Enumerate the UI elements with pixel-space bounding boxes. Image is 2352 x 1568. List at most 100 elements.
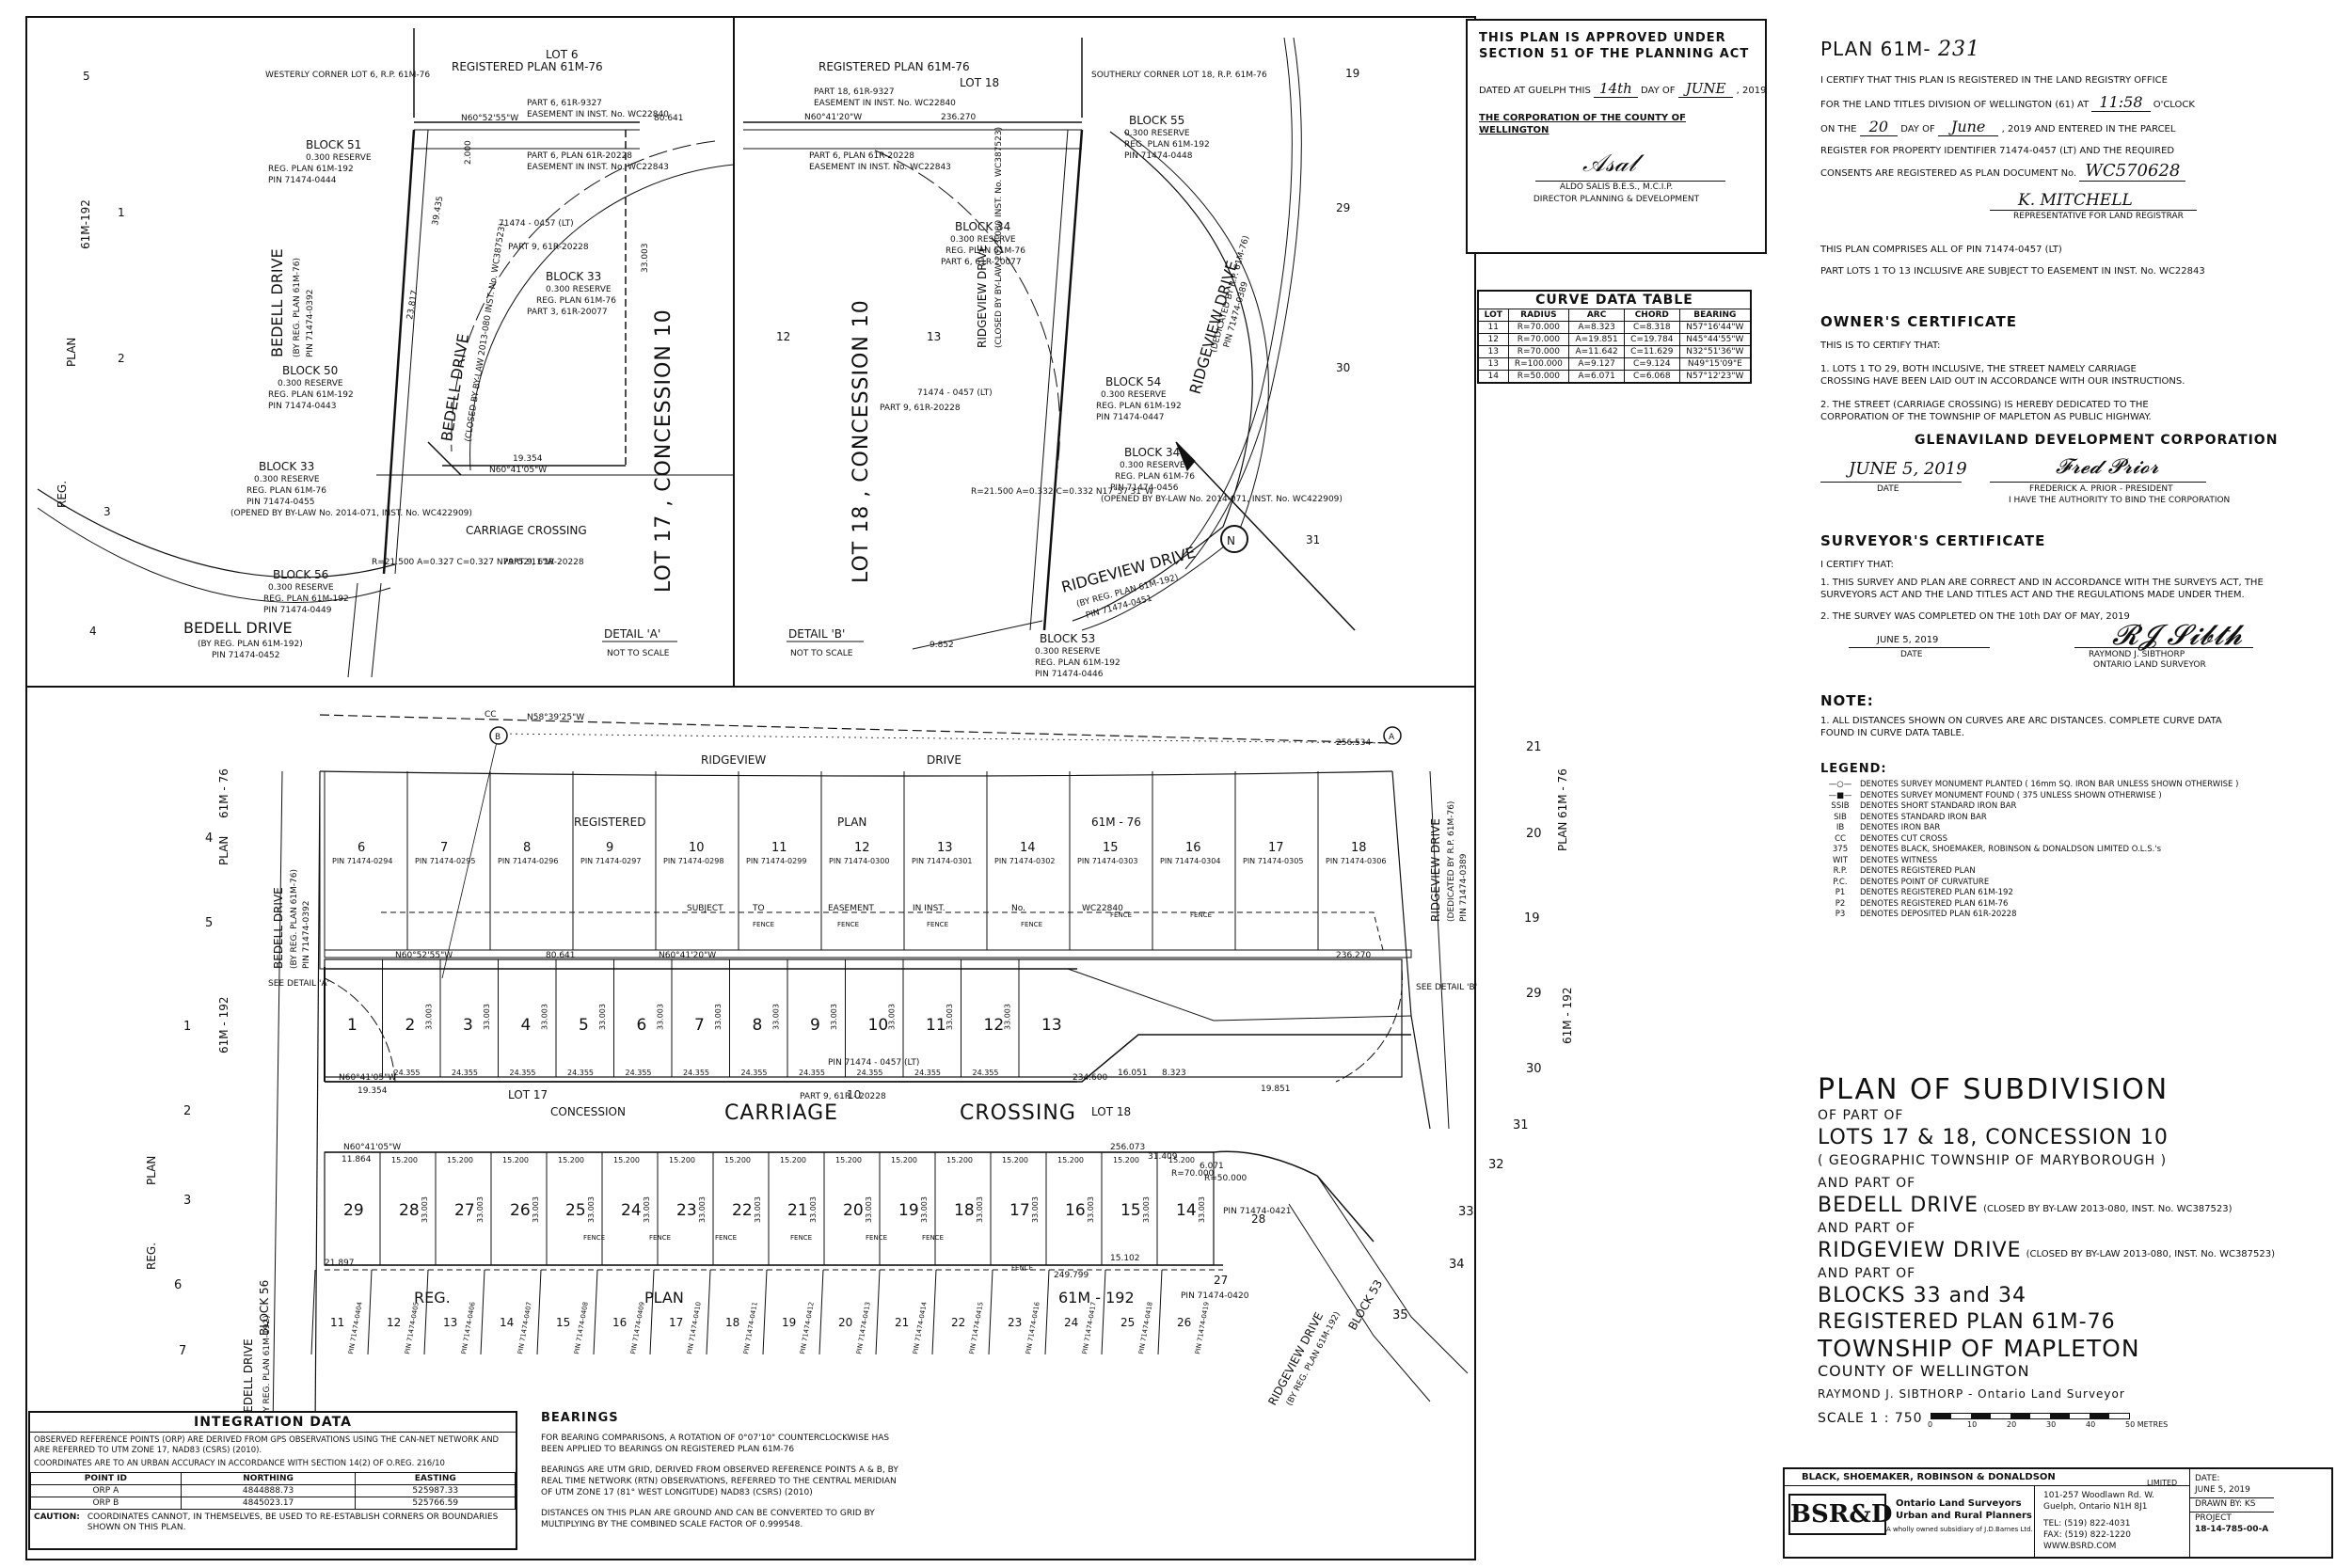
dist-small2: 8.323 bbox=[1162, 1069, 1186, 1078]
upper-lot-depth: 33.003 bbox=[888, 1004, 897, 1030]
lower-lot-frontage: 15.200 bbox=[447, 1156, 473, 1164]
legend-symbol: P1 bbox=[1835, 888, 1846, 897]
scale-tick-label: 50 METRES bbox=[2125, 1420, 2169, 1429]
lower-lot-number: 20 bbox=[843, 1201, 864, 1220]
detail-a-bedell3c: PIN 71474-0452 bbox=[212, 651, 279, 660]
bottom-lot-number: 12 bbox=[387, 1316, 401, 1329]
detail-a-d2: 2.000 bbox=[464, 140, 473, 165]
detail-a-westerly: WESTERLY CORNER LOT 6, R.P. 61M-76 bbox=[265, 71, 430, 80]
bottom-lot-divider bbox=[988, 1269, 993, 1355]
lower-lot-frontage: 15.200 bbox=[669, 1156, 695, 1164]
detail-a-part6: PART 6, 61R-9327 bbox=[527, 99, 602, 108]
left-neighbour-lot: 2 bbox=[183, 1104, 191, 1118]
title-l8b: (CLOSED BY BY-LAW 2013-080, INST. No. WC… bbox=[2026, 1249, 2276, 1259]
curve-table-cell: C=9.124 bbox=[1623, 357, 1680, 371]
firm-logo: BSR&D bbox=[1788, 1494, 1892, 1535]
legend-symbol: SIB bbox=[1834, 812, 1847, 822]
wc-label: WC22840 bbox=[1082, 904, 1123, 913]
detail-a-bedell1: BEDELL DRIVE bbox=[268, 248, 286, 357]
detail-b-block34a: 0.300 RESERVE bbox=[950, 235, 1016, 245]
approval-day: 14th bbox=[1594, 80, 1638, 98]
upper-lot-depth: 33.003 bbox=[1004, 1004, 1012, 1030]
detail-b-label: DETAIL 'B' bbox=[788, 627, 845, 641]
scale-tick-label: 40 bbox=[2086, 1420, 2096, 1429]
left-neighbour-lot: 6 bbox=[174, 1278, 182, 1292]
side-plan-label: REG. bbox=[145, 1243, 158, 1270]
curve-table-cell: N57°16'44"W bbox=[1678, 321, 1752, 334]
title-scale: SCALE 1 : 750 bbox=[1818, 1411, 1923, 1426]
scale-tick-label: 20 bbox=[2007, 1420, 2017, 1429]
bottom-lot-number: 15 bbox=[556, 1316, 570, 1329]
curve-table-header: BEARING bbox=[1678, 309, 1752, 322]
firm-addr1: 101-257 Woodlawn Rd. W. bbox=[2043, 1491, 2154, 1500]
detail-b-n13: 13 bbox=[927, 330, 941, 343]
bottom-lot-number: 24 bbox=[1064, 1316, 1078, 1329]
bottom-lot-number: 18 bbox=[725, 1316, 739, 1329]
fence-note: FENCE bbox=[1110, 911, 1132, 919]
orp-table-cell: 4845023.17 bbox=[180, 1497, 357, 1510]
bottom-lot-divider bbox=[818, 1269, 824, 1355]
top-lot-number: 6 bbox=[358, 841, 365, 855]
upper-lot-frontage: 24.355 bbox=[567, 1069, 594, 1077]
scale-tick-label: 0 bbox=[1928, 1420, 1933, 1429]
legend-text: DENOTES SHORT STANDARD IRON BAR bbox=[1860, 801, 2017, 811]
bottom-lot-pin: PIN 71474-0408 bbox=[573, 1301, 590, 1354]
detail-a-d3: 39.435 bbox=[431, 196, 445, 227]
detail-a-bedell3b: (BY REG. PLAN 61M-192) bbox=[198, 640, 303, 649]
legend-symbol: CC bbox=[1835, 833, 1846, 844]
owner-signature-icon: 𝓕𝓻𝓮𝓭 𝓟𝓻𝓲𝓸𝓻 bbox=[2056, 455, 2159, 479]
side-plan-label-right: 61M - 192 bbox=[1561, 988, 1574, 1045]
orp-table-cell: 525766.59 bbox=[355, 1497, 516, 1510]
curve-table-cell: R=70.000 bbox=[1507, 333, 1570, 346]
lower-lot-number: 14 bbox=[1176, 1201, 1197, 1220]
top-lot-pin: PIN 71474-0297 bbox=[580, 857, 641, 865]
bottom-lot-number: 17 bbox=[669, 1316, 683, 1329]
orp-a-marker bbox=[1383, 726, 1402, 745]
curve-table-cell: C=11.629 bbox=[1623, 345, 1680, 358]
upper-lot-frontage: 24.355 bbox=[973, 1069, 999, 1077]
detail-b-pin: 71474 - 0457 (LT) bbox=[917, 388, 993, 398]
dist-small: 16.051 bbox=[1118, 1069, 1148, 1078]
fence-note: FENCE bbox=[1011, 1264, 1033, 1272]
curve-table-cell: N32°51'36"W bbox=[1678, 345, 1752, 358]
bottom-lot-number: 19 bbox=[782, 1316, 796, 1329]
bottom-lot-pin: PIN 71474-0411 bbox=[742, 1301, 759, 1354]
detail-b bbox=[743, 37, 1302, 650]
top-lot-number: 16 bbox=[1185, 841, 1201, 855]
registry-line5: CONSENTS ARE REGISTERED AS PLAN DOCUMENT… bbox=[1820, 168, 2077, 179]
lower-lot-number: 21 bbox=[787, 1201, 808, 1220]
title-l9: AND PART OF bbox=[1818, 1266, 1916, 1281]
block53-main: BLOCK 53 bbox=[1345, 1277, 1385, 1332]
lower-lot-frontage: 15.200 bbox=[502, 1156, 529, 1164]
block56-main: BLOCK 56 bbox=[258, 1280, 271, 1336]
detail-b-block53c: PIN 71474-0446 bbox=[1035, 670, 1104, 679]
lower-lot-depth: 33.003 bbox=[754, 1196, 762, 1223]
top-lot-number: 14 bbox=[1020, 841, 1036, 855]
left-neighbour-lot: 4 bbox=[205, 832, 213, 846]
legend-text: DENOTES SURVEY MONUMENT PLANTED ( 16mm S… bbox=[1860, 780, 2239, 789]
lower-lot-depth: 33.003 bbox=[1198, 1196, 1206, 1223]
upper-lot-number: 1 bbox=[347, 1016, 358, 1035]
surveyor-item1: 1. THIS SURVEY AND PLAN ARE CORRECT AND … bbox=[1820, 578, 2264, 600]
bottom-lot-number: 20 bbox=[838, 1316, 852, 1329]
bottom-lot-divider bbox=[1044, 1269, 1050, 1355]
bottom-lot-pin: PIN 71474-0416 bbox=[1025, 1301, 1041, 1354]
legend-heading: LEGEND: bbox=[1820, 762, 1887, 776]
title-l6b: (CLOSED BY BY-LAW 2013-080, INST. No. WC… bbox=[1983, 1204, 2233, 1214]
orp-table-cell: ORP B bbox=[30, 1497, 182, 1510]
right-neighbour-lot: 33 bbox=[1458, 1205, 1474, 1219]
detail-a-d1: 33.003 bbox=[641, 244, 650, 274]
lower-lot-number: 15 bbox=[1120, 1201, 1141, 1220]
detail-a bbox=[37, 28, 735, 678]
brg-n1: N60°52'55"W bbox=[395, 951, 453, 960]
lower-lot-depth: 33.003 bbox=[976, 1196, 984, 1223]
legend-text: DENOTES REGISTERED PLAN 61M-192 bbox=[1860, 888, 2013, 897]
orp-a-label: A bbox=[1389, 733, 1395, 742]
right-neighbour-lot: 35 bbox=[1392, 1308, 1408, 1323]
title-l1: PLAN OF SUBDIVISION bbox=[1818, 1073, 2169, 1106]
registry-line3c: , 2019 AND ENTERED IN THE PARCEL bbox=[2001, 124, 2176, 135]
title-l13: COUNTY OF WELLINGTON bbox=[1818, 1362, 2030, 1380]
